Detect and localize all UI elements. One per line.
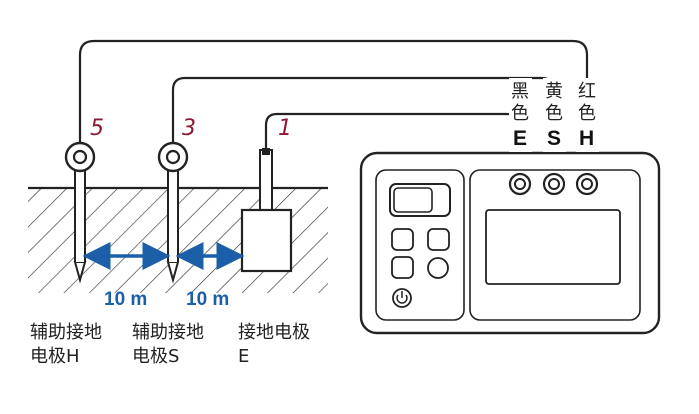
button-4[interactable]	[427, 257, 449, 279]
terminal-H-color-1: 红	[578, 81, 596, 102]
caption-H-line1: 辅助接地	[30, 322, 102, 343]
button-2[interactable]	[427, 228, 450, 251]
mode-switch[interactable]	[389, 183, 451, 217]
electrode-number-S: 3	[182, 116, 196, 141]
caption-H-line2: 电极H	[30, 346, 80, 367]
terminal-E-color-2: 色	[511, 103, 529, 124]
terminal-S[interactable]	[542, 172, 566, 196]
caption-E-line2: E	[238, 346, 249, 367]
terminal-S-letter: S	[547, 127, 561, 150]
electrode-number-H: 5	[90, 116, 104, 141]
terminal-S-color-2: 色	[545, 103, 563, 124]
button-3[interactable]	[391, 256, 414, 279]
electrode-S	[157, 141, 189, 284]
terminal-H-letter: H	[579, 127, 594, 150]
terminal-E[interactable]	[508, 172, 532, 196]
electrode-number-E: 1	[278, 116, 292, 141]
distance-label-2: 10 m	[186, 289, 229, 310]
distance-label-1: 10 m	[104, 289, 147, 310]
terminal-E-letter: E	[513, 127, 527, 150]
terminal-E-color-1: 黑	[511, 81, 529, 102]
terminal-H-color-2: 色	[578, 103, 596, 124]
electrode-E	[240, 148, 293, 273]
caption-S-line2: 电极S	[132, 346, 179, 367]
terminal-S-color-1: 黄	[545, 81, 563, 102]
terminal-H[interactable]	[575, 172, 599, 196]
caption-E-line1: 接地电极	[238, 322, 310, 343]
caption-S-line1: 辅助接地	[132, 322, 204, 343]
button-1[interactable]	[391, 228, 414, 251]
tester-device	[359, 151, 661, 335]
display-screen	[485, 209, 621, 285]
power-icon[interactable]	[392, 288, 412, 308]
wire-H	[78, 39, 589, 178]
